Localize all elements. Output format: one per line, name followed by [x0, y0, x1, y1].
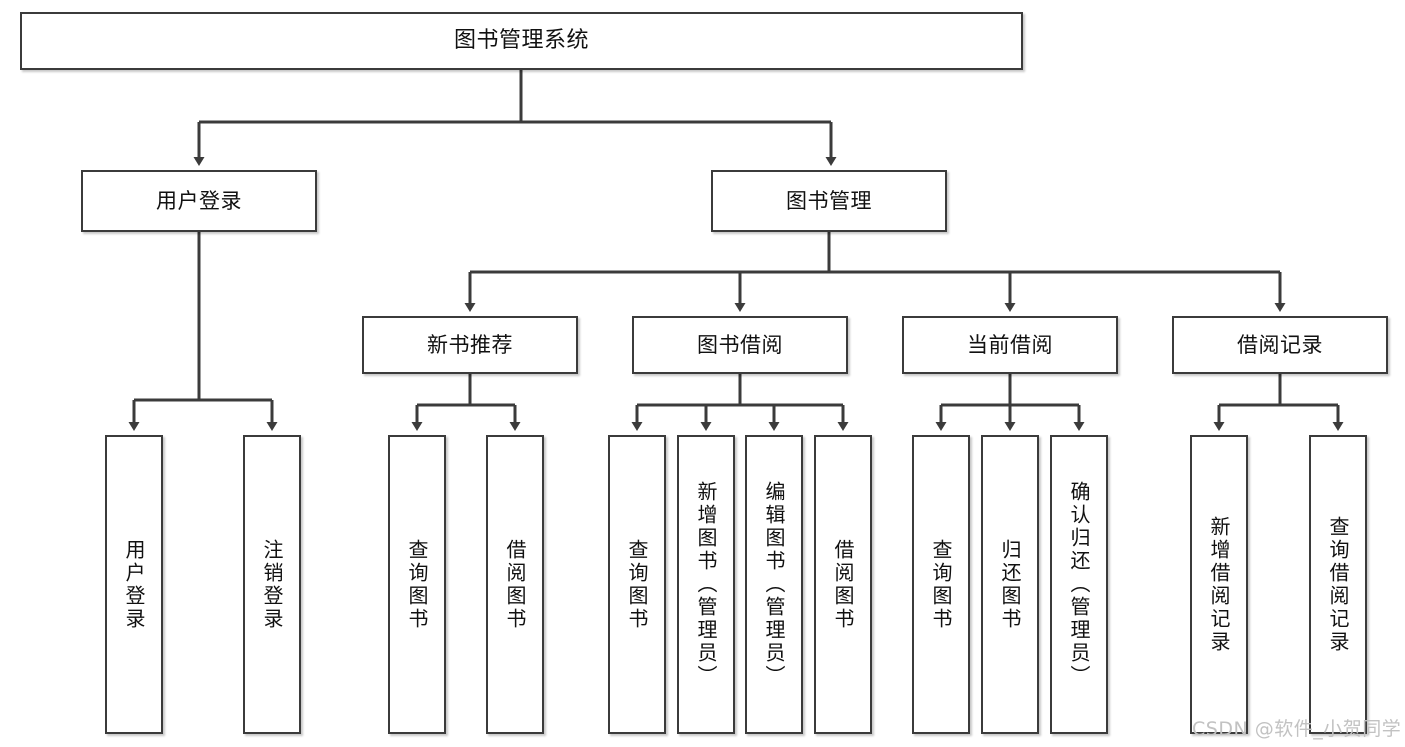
node-root-system[interactable]: 图书管理系统: [20, 12, 1023, 70]
watermark-text: CSDN @软件_小贺同学: [1192, 718, 1402, 740]
node-borrow-record[interactable]: 借阅记录: [1172, 316, 1388, 374]
node-leaf-borrow-book-recommend[interactable]: 借阅图书: [486, 435, 544, 734]
node-label: 借阅图书: [831, 538, 855, 631]
node-label: 图书管理系统: [453, 28, 589, 54]
node-book-borrow[interactable]: 图书借阅: [632, 316, 848, 374]
node-label: 用户登录: [156, 188, 242, 213]
node-leaf-borrow-book-borrow[interactable]: 借阅图书: [814, 435, 872, 734]
node-label: 新增借阅记录: [1207, 515, 1231, 654]
node-leaf-query-borrow-record[interactable]: 查询借阅记录: [1309, 435, 1367, 734]
node-leaf-return-book[interactable]: 归还图书: [981, 435, 1039, 734]
node-label: 图书管理: [786, 188, 872, 213]
node-label: 确认归还（管理员）: [1067, 481, 1091, 688]
node-label: 图书借阅: [697, 332, 783, 357]
node-leaf-add-book-admin[interactable]: 新增图书（管理员）: [677, 435, 735, 734]
node-leaf-query-book-recommend[interactable]: 查询图书: [388, 435, 446, 734]
node-leaf-edit-book-admin[interactable]: 编辑图书（管理员）: [745, 435, 803, 734]
node-leaf-user-login[interactable]: 用户登录: [105, 435, 163, 734]
node-leaf-add-borrow-record[interactable]: 新增借阅记录: [1190, 435, 1248, 734]
node-label: 注销登录: [260, 538, 284, 631]
node-new-book-recommend[interactable]: 新书推荐: [362, 316, 578, 374]
node-label: 借阅记录: [1237, 332, 1323, 357]
node-label: 查询图书: [405, 538, 429, 631]
node-label: 编辑图书（管理员）: [762, 481, 786, 688]
node-label: 借阅图书: [503, 538, 527, 631]
node-leaf-logout[interactable]: 注销登录: [243, 435, 301, 734]
node-label: 新增图书（管理员）: [694, 481, 718, 688]
node-label: 查询图书: [929, 538, 953, 631]
node-label: 查询借阅记录: [1326, 515, 1350, 654]
node-user-login[interactable]: 用户登录: [81, 170, 317, 232]
node-label: 当前借阅: [967, 332, 1053, 357]
node-leaf-confirm-return-admin[interactable]: 确认归还（管理员）: [1050, 435, 1108, 734]
node-book-manage[interactable]: 图书管理: [711, 170, 947, 232]
node-current-borrow[interactable]: 当前借阅: [902, 316, 1118, 374]
node-leaf-query-book-current[interactable]: 查询图书: [912, 435, 970, 734]
node-leaf-query-book-borrow[interactable]: 查询图书: [608, 435, 666, 734]
node-label: 查询图书: [625, 538, 649, 631]
node-label: 新书推荐: [427, 332, 513, 357]
node-label: 归还图书: [998, 538, 1022, 631]
node-label: 用户登录: [122, 538, 146, 631]
